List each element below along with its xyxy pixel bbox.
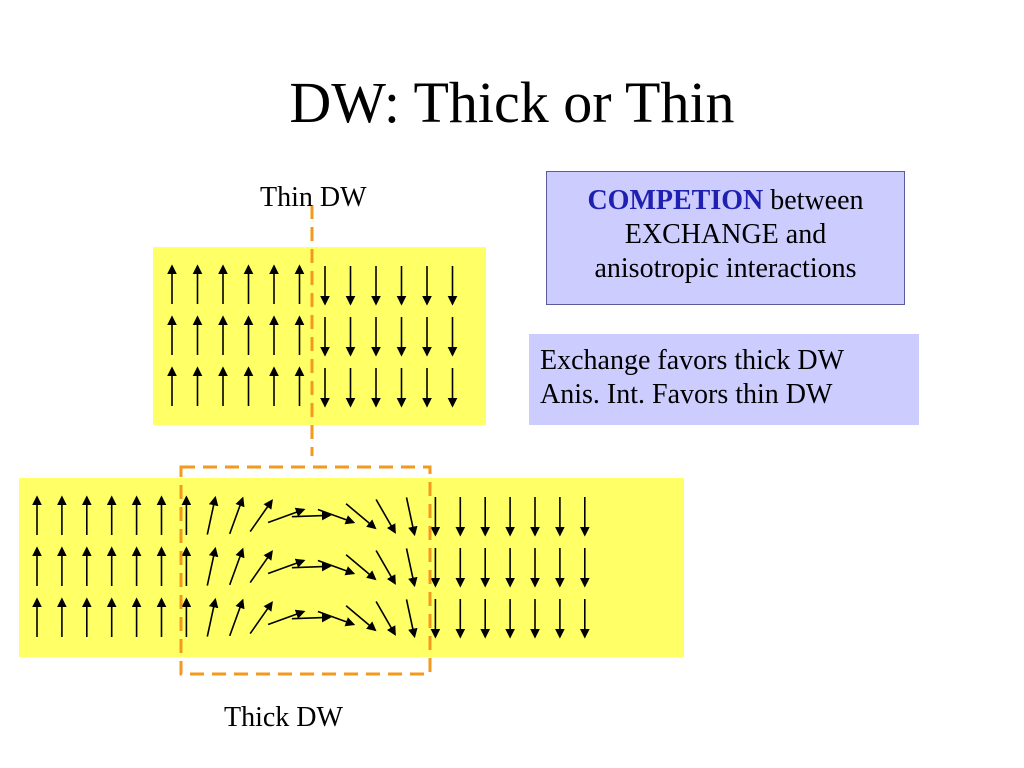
spin-arrow bbox=[249, 499, 273, 533]
thick-dw-spins bbox=[32, 495, 590, 639]
spin-arrow bbox=[291, 612, 332, 623]
spin-arrow bbox=[291, 561, 332, 572]
thin-dw-label: Thin DW bbox=[260, 182, 367, 213]
spin-arrow bbox=[345, 503, 377, 530]
favor-line-1: Exchange favors thick DW bbox=[540, 345, 844, 376]
competition-rest: between bbox=[763, 185, 864, 216]
thick-dw-label: Thick DW bbox=[224, 702, 343, 733]
competition-line-1: COMPETION between bbox=[547, 184, 904, 218]
spin-arrow bbox=[375, 499, 396, 534]
spin-arrow bbox=[249, 601, 273, 635]
spin-arrow bbox=[228, 547, 245, 586]
spin-arrow bbox=[405, 548, 418, 588]
spin-arrow bbox=[267, 558, 306, 575]
spin-arrow bbox=[317, 559, 356, 576]
spin-arrow bbox=[317, 610, 356, 627]
spin-arrow bbox=[375, 550, 396, 585]
spin-arrow bbox=[228, 496, 245, 535]
spin-arrow bbox=[267, 609, 306, 626]
thin-dw-spins bbox=[167, 264, 458, 408]
thick-dw-region-box bbox=[179, 465, 432, 676]
spin-arrow bbox=[375, 601, 396, 636]
competition-line-3: anisotropic interactions bbox=[594, 253, 857, 284]
spin-arrow bbox=[267, 507, 306, 524]
spin-arrow bbox=[206, 495, 219, 535]
thin-dw-panel bbox=[153, 247, 486, 425]
spin-arrow bbox=[291, 510, 332, 521]
slide-title: DW: Thick or Thin bbox=[289, 70, 735, 135]
spin-arrow bbox=[405, 497, 418, 537]
spin-arrow bbox=[345, 554, 377, 581]
spin-arrow bbox=[317, 508, 356, 525]
spin-arrow bbox=[405, 599, 418, 639]
spin-arrow bbox=[345, 605, 377, 632]
spin-arrow bbox=[206, 597, 219, 637]
spin-arrow bbox=[249, 550, 273, 584]
spin-arrow bbox=[206, 546, 219, 586]
competition-line-2: EXCHANGE and bbox=[624, 219, 827, 250]
competition-box: COMPETION between EXCHANGE and anisotrop… bbox=[546, 171, 905, 305]
spin-arrow bbox=[228, 598, 245, 637]
competition-emphasis: COMPETION bbox=[587, 185, 764, 216]
favor-line-2: Anis. Int. Favors thin DW bbox=[540, 379, 833, 410]
favor-box: Exchange favors thick DW Anis. Int. Favo… bbox=[529, 334, 919, 425]
